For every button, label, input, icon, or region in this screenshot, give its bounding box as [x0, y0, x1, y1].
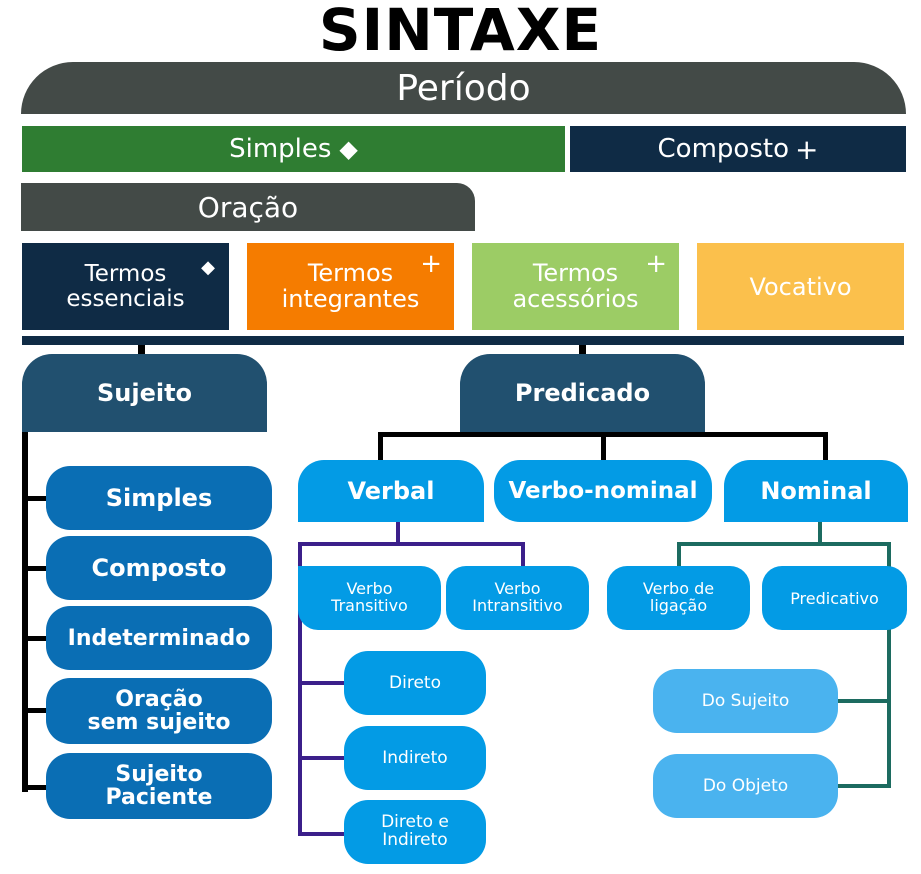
- sujeito-item-label: Simples: [105, 484, 213, 512]
- predicativo-item: Do Sujeito: [653, 669, 838, 733]
- sujeito-item: Composto: [46, 536, 272, 600]
- verbo-intransitivo-label: Verbo Intransitivo: [472, 579, 563, 615]
- sujeito-item: Simples: [46, 466, 272, 530]
- periodo-composto-label: Composto: [657, 134, 789, 164]
- periodo-label: Período: [396, 67, 531, 109]
- sujeito-item-label: Composto: [91, 554, 227, 582]
- stem-predicado: [579, 345, 586, 355]
- verbal-tree-lines: [298, 522, 525, 836]
- sujeito-item: Indeterminado: [46, 606, 272, 670]
- diamond-icon: ◆: [339, 135, 358, 163]
- plus-icon: +: [794, 132, 819, 166]
- plus-icon: +: [420, 249, 442, 279]
- nominal-tree-lines: [677, 522, 891, 788]
- plus-icon: +: [645, 249, 667, 279]
- vocativo-label: Vocativo: [749, 272, 852, 301]
- sujeito-item-label: Indeterminado: [67, 625, 251, 651]
- predicado-verbo-nominal-label: Verbo-nominal: [508, 478, 698, 504]
- stem-sujeito: [138, 345, 145, 355]
- sujeito-item: Sujeito Paciente: [46, 753, 272, 819]
- termos-acessorios-label: Termos acessórios: [512, 259, 639, 313]
- predicado-verbal: Verbal: [298, 460, 484, 522]
- predicado-tree-lines: [378, 432, 828, 460]
- transitivo-item: Direto: [344, 651, 486, 715]
- vocativo-box: Vocativo: [697, 243, 904, 330]
- periodo-header: Período: [21, 62, 906, 114]
- sujeito-tree-lines: [22, 432, 52, 792]
- sujeito-label: Sujeito: [96, 379, 193, 407]
- predicativo-box: Predicativo: [762, 566, 907, 630]
- predicativo-item-label: Do Objeto: [702, 776, 789, 796]
- periodo-composto: Composto +: [570, 126, 906, 172]
- verbo-ligacao-box: Verbo de ligação: [607, 566, 750, 630]
- predicativo-item-label: Do Sujeito: [701, 691, 790, 711]
- predicativo-item: Do Objeto: [653, 754, 838, 818]
- predicado-verbal-label: Verbal: [347, 477, 435, 505]
- predicado-nominal-label: Nominal: [760, 477, 872, 505]
- termos-divider: [22, 336, 904, 345]
- diamond-icon: ◆: [201, 257, 215, 278]
- oracao-label: Oração: [197, 190, 299, 224]
- verbo-ligacao-label: Verbo de ligação: [642, 579, 715, 615]
- periodo-simples-label: Simples: [229, 134, 332, 164]
- sujeito-item-label: Sujeito Paciente: [105, 761, 213, 810]
- periodo-simples: Simples ◆: [22, 126, 565, 172]
- predicado-verbo-nominal: Verbo-nominal: [494, 460, 712, 522]
- termos-acessorios-box: Termos acessórios +: [472, 243, 679, 330]
- transitivo-item-label: Direto e Indireto: [381, 812, 449, 850]
- termos-essenciais-box: Termos essenciais ◆: [22, 243, 229, 330]
- transitivo-item: Direto e Indireto: [344, 800, 486, 864]
- sujeito-item: Oração sem sujeito: [46, 678, 272, 744]
- transitivo-item: Indireto: [344, 726, 486, 790]
- oracao-header: Oração: [21, 183, 475, 231]
- transitivo-item-label: Direto: [389, 673, 441, 693]
- termos-integrantes-box: Termos integrantes +: [247, 243, 454, 330]
- predicado-header: Predicado: [460, 354, 705, 432]
- termos-integrantes-label: Termos integrantes: [281, 259, 420, 313]
- predicativo-label: Predicativo: [790, 588, 879, 608]
- predicado-nominal: Nominal: [724, 460, 908, 522]
- page-title: SINTAXE: [318, 0, 603, 64]
- termos-essenciais-label: Termos essenciais: [66, 261, 185, 312]
- transitivo-item-label: Indireto: [382, 748, 448, 768]
- sujeito-item-label: Oração sem sujeito: [87, 686, 231, 735]
- verbo-intransitivo-box: Verbo Intransitivo: [446, 566, 589, 630]
- sujeito-header: Sujeito: [22, 354, 267, 432]
- verbo-transitivo-label: Verbo Transitivo: [331, 579, 408, 615]
- verbo-transitivo-box: Verbo Transitivo: [298, 566, 441, 630]
- predicado-label: Predicado: [514, 379, 651, 407]
